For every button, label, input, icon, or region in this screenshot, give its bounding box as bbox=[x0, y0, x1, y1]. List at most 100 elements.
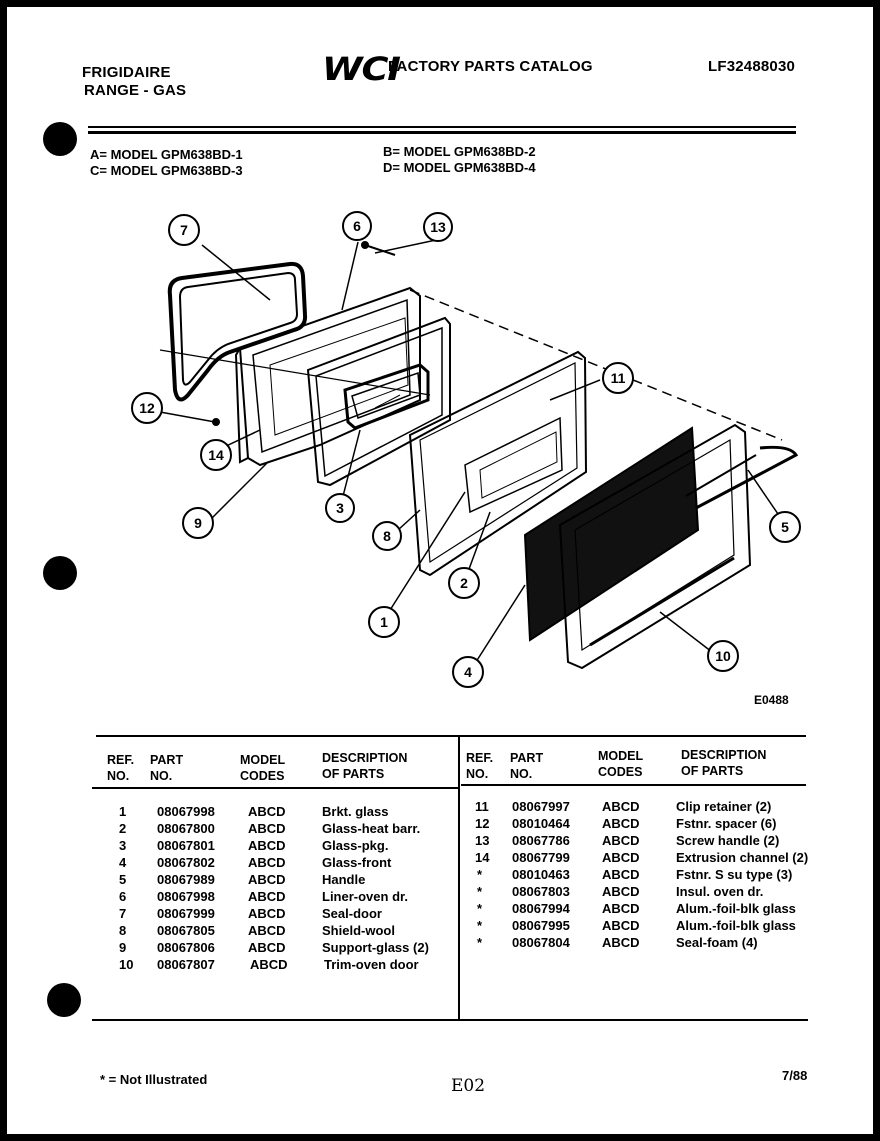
part-no: 08067804 bbox=[512, 935, 570, 950]
model-codes: ABCD bbox=[602, 884, 640, 899]
table-header-rule-left bbox=[92, 787, 458, 789]
wci-logo: WCI bbox=[322, 50, 401, 88]
table-top-rule bbox=[96, 735, 806, 737]
ref-no: * bbox=[477, 867, 483, 882]
catalog-number: LF32488030 bbox=[708, 58, 796, 75]
model-codes: ABCD bbox=[248, 855, 286, 870]
part-description: Alum.-foil-blk glass bbox=[676, 918, 796, 933]
binder-hole bbox=[47, 983, 81, 1017]
callout-10: 10 bbox=[715, 648, 731, 664]
callout-5: 5 bbox=[781, 519, 789, 535]
callout-12: 12 bbox=[139, 400, 155, 416]
part-description: Glass-pkg. bbox=[322, 838, 389, 853]
not-illustrated-note: * = Not Illustrated bbox=[100, 1072, 208, 1087]
ref-no: 6 bbox=[119, 889, 127, 904]
part-description: Support-glass (2) bbox=[322, 940, 429, 955]
screw-head bbox=[361, 241, 369, 249]
ref-no: 10 bbox=[119, 957, 134, 972]
model-codes: ABCD bbox=[248, 804, 286, 819]
part-no: 08067803 bbox=[512, 884, 570, 899]
part-description: Glass-front bbox=[322, 855, 392, 870]
part-description: Fstnr. spacer (6) bbox=[676, 816, 777, 831]
product-type: RANGE - GAS bbox=[84, 82, 187, 99]
callout-circles bbox=[131, 211, 801, 688]
part-description: Trim-oven door bbox=[324, 957, 419, 972]
model-codes: ABCD bbox=[248, 872, 286, 887]
model-codes: ABCD bbox=[602, 867, 640, 882]
model-codes: ABCD bbox=[248, 940, 286, 955]
model-codes: ABCD bbox=[248, 923, 286, 938]
part-no: 08067989 bbox=[157, 872, 215, 887]
ref-no: * bbox=[477, 918, 483, 933]
callout-7: 7 bbox=[180, 222, 188, 238]
ref-no: 2 bbox=[119, 821, 127, 836]
model-codes: ABCD bbox=[602, 901, 640, 916]
table-bottom-rule bbox=[92, 1019, 808, 1021]
model-c: C= MODEL GPM638BD-3 bbox=[90, 163, 243, 178]
part-description: Seal-foam (4) bbox=[676, 935, 758, 950]
model-b: B= MODEL GPM638BD-2 bbox=[383, 144, 536, 159]
ref-no: 5 bbox=[119, 872, 127, 887]
callout-14: 14 bbox=[208, 447, 224, 463]
header-ref: REF.NO. bbox=[107, 753, 135, 783]
table-divider bbox=[458, 737, 460, 1021]
ref-no: * bbox=[477, 935, 483, 950]
ref-no: 11 bbox=[475, 799, 489, 814]
brand-name: FRIGIDAIRE bbox=[82, 64, 171, 81]
part-no: 08067999 bbox=[157, 906, 215, 921]
ref-no: 14 bbox=[475, 850, 490, 865]
guide-line bbox=[409, 289, 783, 441]
part-no: 08067800 bbox=[157, 821, 215, 836]
header-ref: REF.NO. bbox=[466, 751, 494, 781]
model-codes: ABCD bbox=[248, 906, 286, 921]
model-codes: ABCD bbox=[248, 821, 286, 836]
catalog-title: FACTORY PARTS CATALOG bbox=[388, 58, 593, 75]
part-no: 08067799 bbox=[512, 850, 570, 865]
callout-2: 2 bbox=[460, 575, 468, 591]
model-codes: ABCD bbox=[602, 935, 640, 950]
callout-13: 13 bbox=[430, 219, 446, 235]
part-description: Glass-heat barr. bbox=[322, 821, 421, 836]
callout-3: 3 bbox=[336, 500, 344, 516]
ref-no: 9 bbox=[119, 940, 127, 955]
part-description: Shield-wool bbox=[322, 923, 395, 938]
part-description: Alum.-foil-blk glass bbox=[676, 901, 796, 916]
model-codes: ABCD bbox=[248, 838, 286, 853]
part-no: 08067805 bbox=[157, 923, 215, 938]
ref-no: 8 bbox=[119, 923, 127, 938]
callout-4: 4 bbox=[464, 664, 472, 680]
part-no: 08067807 bbox=[157, 957, 215, 972]
part-description: Clip retainer (2) bbox=[676, 799, 772, 814]
glass-front-part bbox=[523, 426, 700, 642]
part-no: 08067998 bbox=[157, 889, 215, 904]
glass-pkg-part bbox=[306, 316, 451, 487]
binder-hole bbox=[43, 122, 77, 156]
part-description: Insul. oven dr. bbox=[676, 884, 764, 899]
part-no: 08067994 bbox=[512, 901, 570, 916]
part-no: 08067802 bbox=[157, 855, 215, 870]
part-no: 08067801 bbox=[157, 838, 215, 853]
part-no: 08067998 bbox=[157, 804, 215, 819]
table-header-rule-right bbox=[461, 784, 806, 786]
part-description: Extrusion channel (2) bbox=[676, 850, 809, 865]
part-description: Liner-oven dr. bbox=[322, 889, 408, 904]
model-codes: ABCD bbox=[248, 889, 286, 904]
callout-6: 6 bbox=[353, 218, 361, 234]
model-codes: ABCD bbox=[250, 957, 288, 972]
diagram-code: E0488 bbox=[754, 693, 789, 707]
header-rule bbox=[88, 126, 796, 128]
ref-no: 12 bbox=[475, 816, 490, 831]
ref-no: 1 bbox=[119, 804, 127, 819]
trim-oven-door-part bbox=[558, 423, 752, 670]
screw-handle-part bbox=[364, 244, 396, 256]
exploded-oven-door-diagram: 7 6 13 11 12 14 9 3 8 5 2 1 10 4 bbox=[131, 211, 801, 688]
model-codes: ABCD bbox=[602, 799, 640, 814]
callout-1: 1 bbox=[380, 614, 388, 630]
